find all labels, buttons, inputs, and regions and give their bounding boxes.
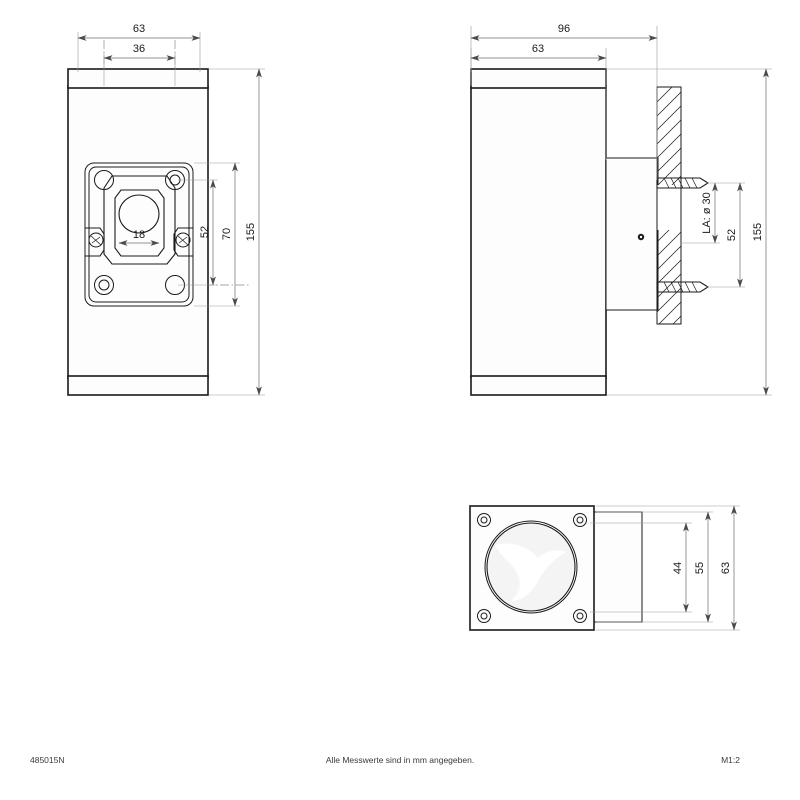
wall-screw-upper — [656, 177, 710, 189]
dim-hole-spacing-label: 36 — [133, 43, 145, 55]
lens-outer-ring — [484, 520, 578, 614]
side-body-outline — [470, 85, 607, 379]
side-top-cap — [470, 68, 607, 89]
clip-screw-right-slot-a — [177, 235, 189, 246]
front-top-cap — [67, 68, 209, 89]
bottom-body-projection — [593, 511, 643, 623]
dim-aperture-width-label: 18 — [133, 229, 145, 241]
central-bore — [118, 194, 160, 234]
reflector-highlight — [495, 543, 566, 601]
front-bottom-cap — [67, 375, 209, 396]
footer-note: Alle Messwerte sind in mm angegeben. — [326, 755, 474, 765]
bottom-screw-top-right-inner — [576, 516, 584, 524]
dim-plate-width-label: 63 — [720, 562, 732, 574]
clip-screw-left-slot-a — [90, 235, 102, 246]
bottom-screw-top-left — [477, 513, 491, 527]
spring-clip-left — [85, 227, 105, 257]
footer-scale: M1:2 — [721, 755, 740, 765]
bottom-screw-bottom-left — [477, 609, 491, 623]
clip-screw-right — [175, 232, 191, 248]
dim-plate-inner-label: 55 — [694, 562, 706, 574]
dim-side-screw-spacing-label: 52 — [726, 229, 738, 241]
side-bottom-cap — [470, 375, 607, 396]
dim-front-width-label: 63 — [133, 23, 145, 35]
dim-front-total-height-label: 155 — [245, 223, 257, 241]
side-view: 96 63 LA: ø 30 52 155 — [470, 23, 772, 396]
mounting-hole-bottom-left — [94, 275, 114, 295]
annotation-junction-box-label: LA: ø 30 — [701, 192, 713, 234]
bottom-screw-bottom-left-inner — [480, 612, 488, 620]
front-body-outline — [67, 85, 209, 379]
dim-overall-depth-label: 96 — [558, 23, 570, 35]
clip-screw-right-slot-b — [178, 236, 188, 244]
front-view: 63 36 18 52 70 155 — [67, 23, 265, 396]
clip-screw-left — [88, 232, 104, 248]
spring-clip-right — [173, 227, 193, 257]
dim-screw-spacing-label: 52 — [199, 226, 211, 238]
wall-screw-lower — [656, 281, 710, 293]
bracket-plate-outer — [84, 162, 194, 307]
clip-screw-left-slot-b — [91, 236, 101, 244]
mounting-hole-bottom-left-inner — [98, 279, 110, 291]
dim-lens-diameter-label: 44 — [672, 562, 684, 574]
dim-bracket-height-label: 70 — [221, 228, 233, 240]
side-fixing-dot-center — [639, 235, 643, 239]
sheet-footer: 485015N Alle Messwerte sind in mm angege… — [30, 755, 740, 765]
side-backplate — [605, 157, 659, 311]
bottom-screw-bottom-right — [573, 609, 587, 623]
bracket-plate-inner — [88, 166, 190, 303]
socket-housing-outer — [103, 175, 176, 265]
socket-housing-inner — [114, 189, 165, 257]
wall-cutout — [657, 185, 681, 230]
bottom-screw-top-right — [573, 513, 587, 527]
bottom-view: 44 55 63 — [469, 505, 740, 631]
bottom-screw-bottom-right-inner — [576, 612, 584, 620]
bottom-screw-top-left-inner — [480, 516, 488, 524]
footer-article-number: 485015N — [30, 755, 65, 765]
dim-side-total-height-label: 155 — [752, 223, 764, 241]
dim-body-depth-label: 63 — [532, 43, 544, 55]
